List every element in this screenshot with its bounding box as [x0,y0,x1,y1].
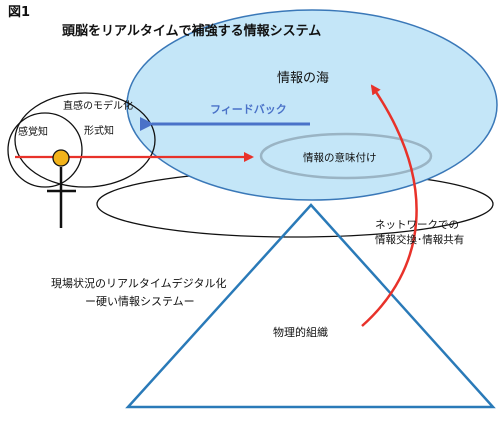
meaning-making-ellipse [259,132,433,180]
network-label-line1: ネットワークでの [375,219,459,231]
network-label-line2: 情報交換･情報共有 [375,233,464,246]
meaning-making-label: 情報の意味付け [303,151,377,164]
physical-organization-label: 物理的組織 [273,325,328,339]
formal-knowledge-label: 形式知 [84,124,114,137]
intuition-modeling-label: 直感のモデル化 [63,99,133,112]
sensory-knowledge-label: 感覚知 [18,125,48,138]
feedback-label: フィードバック [210,103,287,116]
figure-label: 図1 [8,5,30,20]
organization-pyramid [125,203,496,409]
realtime-digitization-label: 現場状況のリアルタイムデジタル化 [51,276,226,290]
hard-information-system-label: ー硬い情報システムー [85,295,195,308]
person-icon [47,149,76,228]
sensory-knowledge-circle [7,112,83,188]
figure-title: 頭脳をリアルタイムで補強する情報システム [62,23,321,39]
intuition-modeling-circle [14,92,156,188]
sea-of-information-ellipse [126,9,498,201]
sea-of-information-label: 情報の海 [277,71,329,86]
upward-flow-arrow [361,84,418,327]
